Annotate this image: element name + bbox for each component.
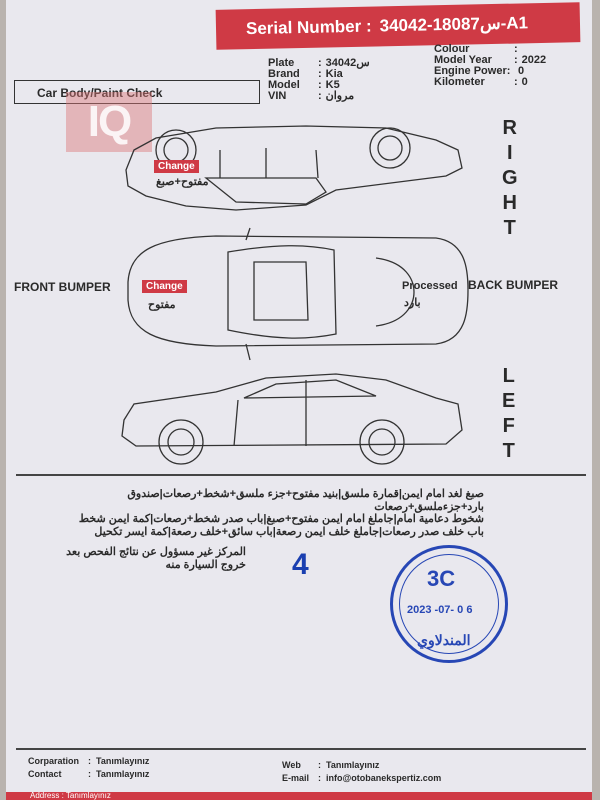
right-side-label: R I G H T (502, 116, 518, 241)
letter: T (503, 217, 516, 239)
brand-label: Brand (268, 68, 300, 80)
kilometer-label: Kilometer (434, 76, 485, 88)
inspection-sheet: Serial Number : س18087-34042-A1 Plate:س3… (6, 0, 592, 800)
note-line: صبغ لغد امام ايمن|قمارة ملسق|بنيد مفتوح+… (127, 488, 484, 513)
colon: : (318, 57, 322, 69)
model-label: Model (268, 79, 300, 91)
letter: H (502, 192, 517, 214)
damage-notes: صبغ لغد امام ايمن|قمارة ملسق|بنيد مفتوح+… (32, 488, 484, 538)
left-side-label: L E F T (502, 364, 515, 464)
email-value[interactable]: info@otobanekspertiz.com (326, 772, 442, 783)
colon: : (514, 54, 518, 66)
colon: : (88, 768, 91, 779)
address-bar: Address : Tanımlayınız (6, 792, 592, 800)
web-value: Tanımlayınız (326, 759, 380, 770)
colon: : (318, 759, 321, 770)
defect-count: 4 (292, 548, 309, 581)
email-label: E-mail (282, 772, 310, 783)
colon: : (318, 772, 321, 783)
footer-right: Web: Tanımlayınız E-mail: info@otobanekspe… (282, 758, 441, 784)
processed-tag: Processed (402, 280, 458, 292)
stamp-name: المندلاوي (417, 632, 471, 648)
vin-value: مروان (325, 90, 355, 102)
front-bumper-label: FRONT BUMPER (14, 280, 111, 294)
colon: : (88, 755, 91, 766)
colon: : (318, 68, 322, 80)
vehicle-info-right: Colour: Model Year:2022 Engine Power: 0 K… (434, 44, 546, 88)
colon: : (514, 76, 518, 88)
model-year-value: 2022 (521, 54, 547, 66)
plate-label: Plate (268, 57, 295, 69)
kilometer-value: 0 (521, 76, 528, 88)
corporation-label: Corparation (28, 755, 80, 766)
colon: : (318, 90, 322, 102)
letter: F (502, 415, 515, 437)
note-line: شخوط دعامية امام|جاملغ امام ايمن مفتوح+ص… (78, 513, 484, 525)
address-label: Address (30, 791, 60, 800)
note-line: باب خلف صدر رصعات|جاملغ خلف ايمن رصعة|با… (94, 525, 484, 538)
inspection-stamp: 3C 2023 -07- 0 6 المندلاوي (390, 545, 508, 663)
engine-power-value: 0 (518, 65, 525, 77)
web-label: Web (282, 759, 301, 770)
stamp-inner-ring (399, 554, 499, 654)
model-value: K5 (325, 79, 340, 91)
colon: : (318, 79, 322, 91)
disclaimer: المركز غير مسؤول عن نتائج الفحص بعد خروج… (66, 546, 246, 571)
corporation-value: Tanımlayınız (96, 755, 150, 766)
contact-label: Contact (28, 768, 62, 779)
processed-note: بارد (404, 297, 421, 309)
divider (16, 748, 586, 750)
colon: : (61, 791, 64, 800)
letter: R (502, 117, 517, 139)
letter: I (507, 142, 513, 164)
car-left-side-view (121, 373, 463, 465)
letter: L (502, 365, 515, 387)
top-change-note: مفتوح (148, 299, 176, 311)
top-change-tag: Change (142, 280, 187, 293)
side-change-note: مفتوح+صبغ (156, 176, 209, 188)
address-value: Tanımlayınız (65, 791, 111, 800)
contact-value: Tanımlayınız (96, 768, 150, 779)
letter: G (502, 167, 518, 189)
divider (16, 474, 586, 476)
engine-power-label: Engine Power: (434, 65, 511, 77)
side-change-tag: Change (154, 160, 199, 173)
stamp-code: 3C (427, 566, 456, 591)
colon: : (514, 43, 518, 55)
iq-logo-watermark: IQ (66, 92, 152, 152)
vin-label: VIN (268, 90, 287, 102)
plate-value: س34042 (325, 57, 370, 69)
model-year-label: Model Year (434, 54, 492, 66)
stamp-date: 2023 -07- 0 6 (407, 604, 473, 616)
letter: E (502, 390, 516, 412)
car-top-view (127, 227, 469, 361)
letter: T (502, 440, 515, 462)
vehicle-info-left: Plate:س34042 Brand:Kia Model:K5 VIN:مروا… (268, 58, 370, 102)
colour-label: Colour (434, 43, 470, 55)
section-title: Car Body/Paint Check (14, 80, 260, 104)
brand-value: Kia (325, 68, 343, 80)
footer-left: Corparation: Tanımlayınız Contact: Tanımla… (28, 754, 149, 780)
back-bumper-label: BACK BUMPER (468, 278, 558, 292)
